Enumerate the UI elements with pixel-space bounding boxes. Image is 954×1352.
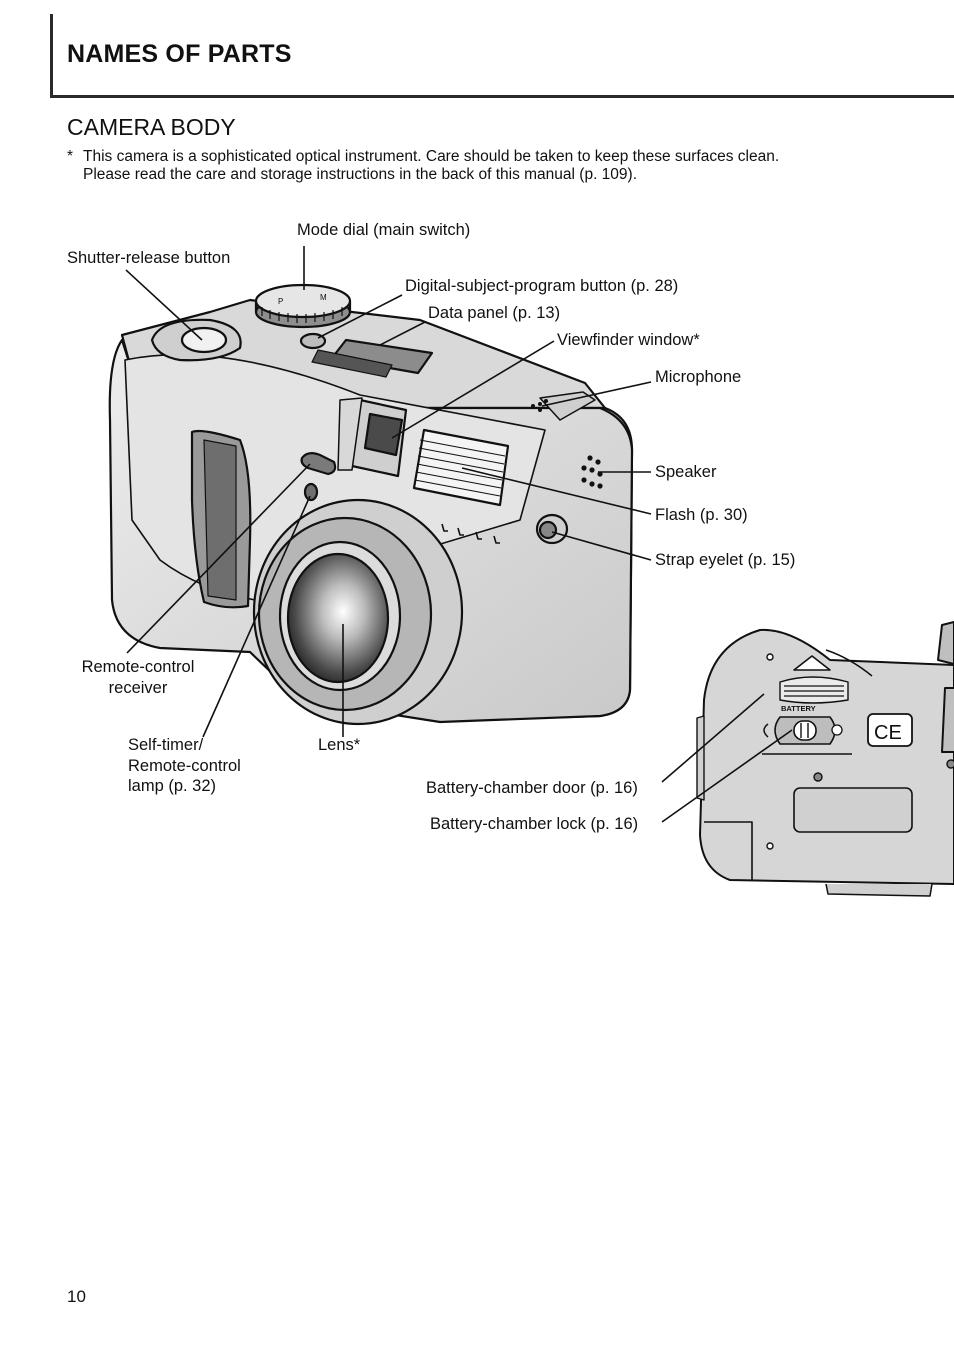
camera-bottom-illustration: BATTERY CE bbox=[696, 621, 954, 897]
leader-lines bbox=[125, 246, 793, 823]
label-data-panel: Data panel (p. 13) bbox=[428, 304, 561, 322]
label-shutter-release-button: Shutter-release button bbox=[67, 249, 231, 267]
label-speaker: Speaker bbox=[655, 463, 717, 481]
camera-front-illustration: P M bbox=[108, 283, 634, 726]
svg-text:P: P bbox=[278, 297, 283, 306]
care-note: * This camera is a sophisticated optical… bbox=[67, 148, 779, 184]
label-battery-chamber-door: Battery-chamber door (p. 16) bbox=[426, 779, 638, 797]
label-remote-control-receiver: Remote-control receiver bbox=[70, 657, 206, 698]
label-strap-eyelet: Strap eyelet (p. 15) bbox=[655, 551, 796, 569]
label-line: receiver bbox=[108, 678, 168, 697]
battery-marking: BATTERY bbox=[781, 704, 816, 713]
label-mode-dial: Mode dial (main switch) bbox=[297, 221, 471, 239]
label-battery-chamber-lock: Battery-chamber lock (p. 16) bbox=[430, 815, 639, 833]
note-line: This camera is a sophisticated optical i… bbox=[83, 148, 780, 165]
label-self-timer-lamp: Self-timer/ Remote-control lamp (p. 32) bbox=[128, 735, 241, 797]
label-viewfinder-window: Viewfinder window* bbox=[557, 331, 700, 349]
label-line: lamp (p. 32) bbox=[128, 777, 217, 795]
page-number: 10 bbox=[67, 1287, 86, 1306]
section-heading: CAMERA BODY bbox=[67, 114, 236, 140]
label-lens: Lens* bbox=[318, 736, 361, 754]
label-digital-subject-program-button: Digital-subject-program button (p. 28) bbox=[405, 277, 679, 295]
header-rule-horizontal bbox=[50, 95, 954, 98]
label-line: Remote-control bbox=[81, 658, 195, 676]
note-marker: * bbox=[67, 148, 74, 165]
svg-text:M: M bbox=[320, 293, 327, 302]
page-title: NAMES OF PARTS bbox=[67, 40, 292, 68]
header-rule-vertical bbox=[50, 14, 53, 98]
label-microphone: Microphone bbox=[655, 368, 742, 386]
note-line: Please read the care and storage instruc… bbox=[83, 166, 638, 183]
ce-marking: CE bbox=[874, 722, 902, 744]
label-line: Self-timer/ bbox=[128, 736, 204, 754]
label-flash: Flash (p. 30) bbox=[655, 506, 748, 524]
label-line: Remote-control bbox=[128, 756, 241, 775]
